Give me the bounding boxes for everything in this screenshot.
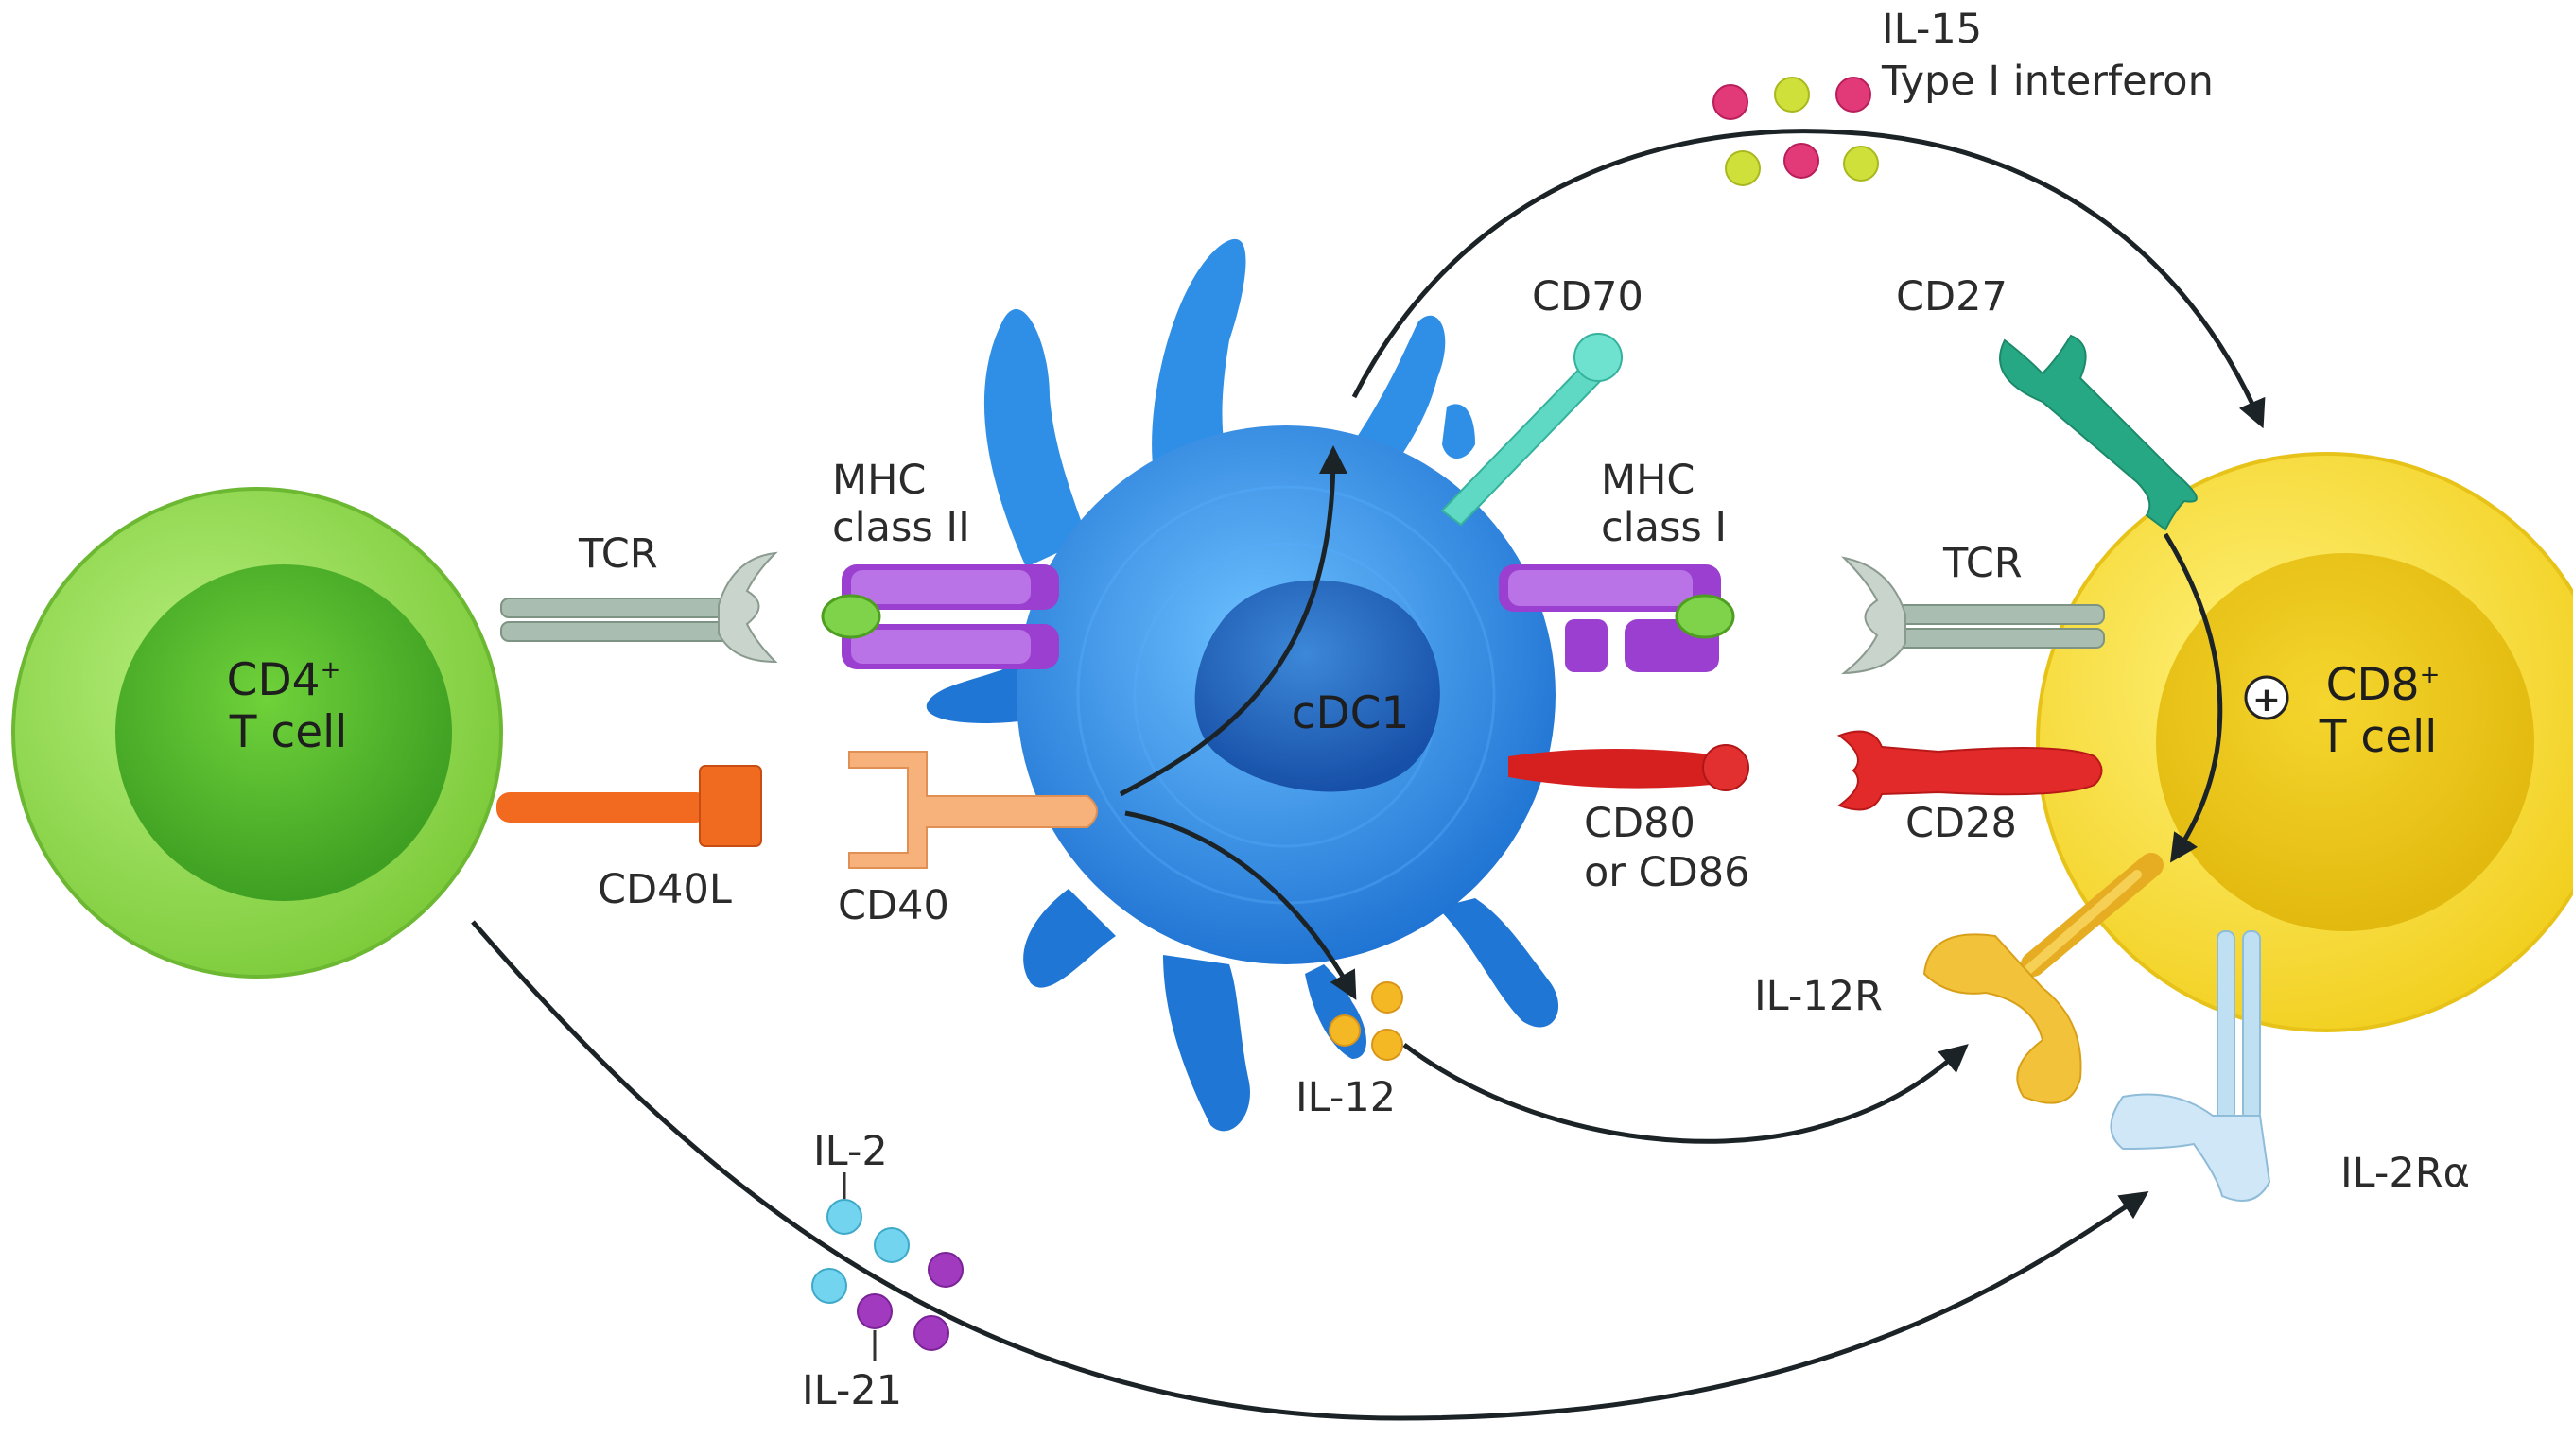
- il21-label: IL-21: [802, 1367, 902, 1414]
- il12-label: IL-12: [1295, 1074, 1396, 1121]
- arrow-dc-to-cd8-il15: [1351, 129, 2266, 429]
- tcr-right-receptor: [1840, 556, 2105, 675]
- cd4-label-line2: T cell: [229, 706, 348, 758]
- il2ra-label: IL-2Rα: [2340, 1150, 2470, 1197]
- mhc-class-ii-label-line1: MHC: [832, 457, 926, 504]
- cd4-label-main: CD4: [227, 654, 321, 706]
- cd70-ligand: [1440, 333, 1623, 527]
- svg-text:CD4+: CD4+: [227, 654, 341, 706]
- il12r-label: IL-12R: [1754, 973, 1883, 1020]
- arrow-cd40-to-il12: [1124, 810, 1357, 1000]
- cd27-receptor: [1999, 334, 2198, 531]
- mhc-class-ii: [821, 564, 1059, 669]
- cd70-label: CD70: [1532, 273, 1643, 321]
- cd40-receptor: [848, 751, 1098, 869]
- arrow-cd27-to-il12r: [2163, 532, 2223, 863]
- arrow-cd4-to-il2ra: [471, 920, 2149, 1421]
- signal-arrows: [471, 129, 2266, 1421]
- cd80-label-line1: CD80: [1584, 800, 1695, 847]
- il12r-receptor: [1922, 853, 2164, 1104]
- cd4-t-cell: CD4+ T cell: [11, 487, 503, 979]
- cd28-label: CD28: [1905, 800, 2017, 847]
- il15-label: IL-15: [1882, 6, 1982, 53]
- arrow-il12-to-il12r: [1402, 1043, 1969, 1144]
- cd80-cd86-ligand: [1508, 744, 1749, 791]
- cd28-receptor: [1836, 730, 2103, 811]
- cd40l-ligand: [496, 765, 762, 847]
- plus-symbol: +: [2252, 681, 2281, 719]
- cd8-label-sup: +: [2420, 661, 2441, 689]
- cdc1-label: cDC1: [1292, 687, 1410, 739]
- mhc-class-i-label-line1: MHC: [1601, 457, 1695, 504]
- cd27-label: CD27: [1896, 273, 2008, 321]
- cd4-label-sup: +: [321, 656, 341, 685]
- cd8-t-cell: CD8+ T cell +: [2036, 452, 2573, 1032]
- cd40l-label: CD40L: [598, 866, 732, 913]
- cdc1-dendritic-cell: cDC1: [926, 238, 1559, 1132]
- mhc-class-ii-label-line2: class II: [832, 504, 970, 551]
- cd8-label-line2: T cell: [2319, 711, 2438, 763]
- tcr-left-receptor: [500, 551, 778, 664]
- cd80-label-line2: or CD86: [1584, 849, 1750, 896]
- arrow-cd40-to-dc: [1119, 445, 1347, 797]
- mhc-class-i: [1499, 564, 1735, 672]
- mhc-class-i-label-line2: class I: [1601, 504, 1727, 551]
- tcr-right-label: TCR: [1942, 540, 2023, 587]
- cd8-label-main: CD8: [2326, 659, 2420, 711]
- il12-cytokines: [1329, 981, 1403, 1061]
- tcr-left-label: TCR: [578, 530, 658, 578]
- il15-ifn-cytokines: [1712, 77, 1879, 186]
- cd40-label: CD40: [838, 882, 949, 929]
- il2-label: IL-2: [813, 1128, 888, 1175]
- type1-ifn-label: Type I interferon: [1881, 58, 2214, 105]
- il2ra-receptor: [2110, 930, 2271, 1202]
- svg-text:CD8+: CD8+: [2326, 659, 2441, 711]
- il2-il21-cytokines: [811, 1172, 964, 1361]
